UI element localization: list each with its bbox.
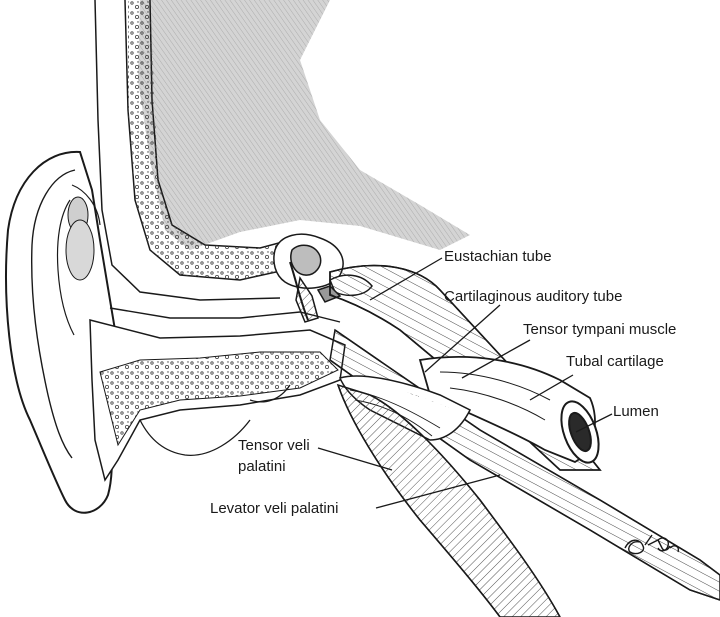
label-levator-veli-palatini: Levator veli palatini [210, 500, 339, 517]
auricle [5, 150, 122, 514]
leader-tensor-veli-palatini [317, 447, 393, 471]
levator-veli-palatini-muscle [336, 383, 561, 617]
leader-lines [317, 257, 613, 509]
tympanic-membrane [289, 261, 309, 321]
temporal-bone-shading [138, 0, 470, 250]
leader-cartilaginous-auditory-tube [424, 304, 501, 373]
leader-lumen [575, 413, 613, 433]
label-tensor-tympani-muscle: Tensor tympani muscle [523, 321, 677, 338]
leader-tubal-cartilage [529, 374, 574, 401]
label-tubal-cartilage: Tubal cartilage [566, 353, 664, 370]
leader-levator-veli-palatini [375, 474, 501, 509]
leader-eustachian-tube [369, 257, 443, 301]
label-lumen: Lumen [613, 403, 659, 420]
leader-tensor-tympani-muscle [461, 339, 531, 379]
label-tensor-veli-palatini-line1: Tensor veli [238, 437, 310, 454]
label-cartilaginous-auditory-tube: Cartilaginous auditory tube [444, 288, 623, 305]
label-eustachian-tube: Eustachian tube [444, 248, 552, 265]
lumen-opening [560, 400, 600, 464]
lower-canal-wall [89, 319, 346, 482]
artist-signature [624, 534, 680, 555]
label-tensor-veli-palatini-line2: palatini [238, 458, 286, 475]
